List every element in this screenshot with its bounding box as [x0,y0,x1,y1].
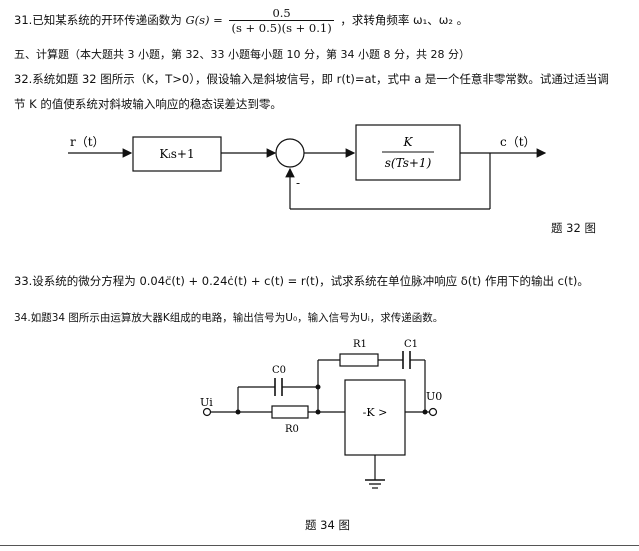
question-31: 31.已知某系统的开环传递函数为 G(s) = 0.5 (s + 0.5)(s … [14,6,468,35]
q31-prefix: 31.已知某系统的开环传递函数为 [14,13,182,27]
question-32-line1: 32.系统如题 32 图所示（K，T>0），假设输入是斜坡信号，即 r(t)=a… [14,72,609,86]
fig34-amp-label: -K > [363,406,388,419]
fig32-block-2-num: K [403,135,414,149]
q31-numerator: 0.5 [229,6,334,21]
q31-gs: G(s) = [185,13,223,27]
fig34-resistor-r0 [271,405,309,419]
fig34-input-terminal [202,407,212,417]
figure-32-block-diagram: r（t） Kᵢs+1 K s(Ts+1) c（t） - [68,124,547,210]
bottom-divider [0,545,639,546]
fig32-block-1-text: Kᵢs+1 [159,147,194,161]
question-32-line2: 节 K 的值使系统对斜坡输入响应的稳态误差达到零。 [14,97,282,111]
section-5-heading: 五、计算题（本大题共 3 小题，第 32、33 小题每小题 10 分，第 34 … [14,48,470,61]
figure-34-circuit: Ui C0 R0 R1 C1 -K > U0 [200,339,442,489]
fig32-minus-sign: - [296,176,300,190]
fig34-r0-label: R0 [285,424,299,435]
fig32-summing-junction [275,138,305,168]
fig32-input-label: r（t） [70,135,105,149]
fig34-ui-label: Ui [200,396,213,409]
fig32-block-2-den: s(Ts+1) [385,156,432,170]
fig34-r1-label: R1 [353,339,367,350]
figure-34-caption: 题 34 图 [305,518,350,532]
question-34: 34.如题34 图所示由运算放大器K组成的电路，输出信号为U₀，输入信号为Uᵢ，… [14,312,444,324]
q31-denominator: (s + 0.5)(s + 0.1) [231,21,332,35]
fig34-c1-label: C1 [404,339,418,350]
fig32-block-1 [132,136,222,172]
fig34-amplifier [344,379,406,456]
fig34-uo-label: U0 [426,390,442,403]
q31-suffix: ，求转角频率 ω₁、ω₂ 。 [340,13,469,27]
question-33: 33.设系统的微分方程为 0.04c̈(t) + 0.24ċ(t) + c(t)… [14,274,589,288]
fig34-output-terminal [428,407,438,417]
fig32-output-label: c（t） [500,135,536,149]
fig34-c0-label: C0 [272,365,286,376]
ground-icon [365,479,385,489]
q31-fraction: 0.5 (s + 0.5)(s + 0.1) [229,6,334,35]
figure-32-caption: 题 32 图 [551,221,596,235]
fig34-resistor-r1 [339,353,379,367]
